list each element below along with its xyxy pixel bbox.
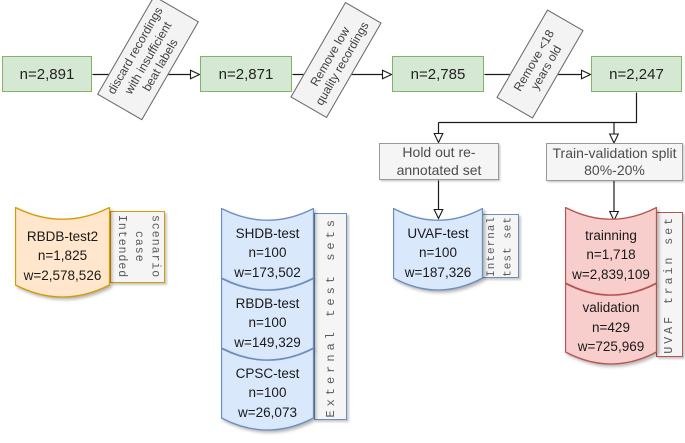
vertical-label-internal-test-set: Internal test set <box>482 214 519 278</box>
tape-shape <box>15 207 110 298</box>
branch-label-line: annotated set <box>396 161 482 178</box>
stage-box-4: n=2,247 <box>591 56 682 92</box>
dataset-w: w=725,969 <box>577 339 645 355</box>
dataset-name: RBDB-test <box>235 295 300 311</box>
arrowhead-right-3 <box>580 69 592 80</box>
dataset-w: w=2,839,109 <box>572 266 650 282</box>
stage-box-1: n=2,891 <box>2 56 92 92</box>
branch-box-train-validation-split: Train-validation split 80%-20% <box>546 143 683 181</box>
vertical-label-intended-case-scenario: Intended case scenario <box>110 211 165 283</box>
dataset-w: w=2,578,526 <box>23 267 102 283</box>
vertical-label-text: External test sets <box>324 216 338 418</box>
dataset-name: CPSC-test <box>235 365 300 381</box>
dataset-name: UVAF-test <box>407 225 469 241</box>
dataset-name: validation <box>582 300 640 316</box>
branch-label-line: 80%-20% <box>584 162 645 178</box>
branch-box-holdout-reannotated: Hold out re- annotated set <box>379 143 499 180</box>
dataset-w: w=149,329 <box>234 334 301 350</box>
vertical-label-line: Internal <box>486 215 498 277</box>
vertical-label-uvaf-train-set: UVAF train set <box>656 212 683 357</box>
dataset-rbdb-test: RBDB-test n=100 w=149,329 <box>221 278 314 361</box>
tape-shape <box>221 348 314 431</box>
dataset-w: w=173,502 <box>234 264 301 280</box>
arrowhead-down-trainval <box>608 133 620 145</box>
vertical-label-line: scenario <box>148 215 162 279</box>
vertical-label-line: case <box>131 231 145 263</box>
vertical-label-text: Internal test set <box>484 216 517 277</box>
dataset-name: SHDB-test <box>235 225 300 241</box>
arrowhead-right-1 <box>189 69 201 80</box>
arrowhead-right-2 <box>381 69 393 80</box>
vertical-label-text: Intended case scenario <box>112 215 162 278</box>
dataset-n: n=1,825 <box>37 248 88 264</box>
tape-shape <box>565 283 657 365</box>
dataset-w: w=187,326 <box>404 264 472 280</box>
vertical-label-line: UVAF train set <box>663 215 676 354</box>
dataset-n: n=429 <box>592 319 630 335</box>
filter-box-discard-insufficient-beat-labels: discard recordings with insufficient bea… <box>96 0 200 121</box>
vertical-label-external-test-sets: External test sets <box>314 213 347 420</box>
vertical-label-line: Intended <box>115 215 129 279</box>
stage-box-3: n=2,785 <box>392 56 484 92</box>
dataset-cpsc-test: CPSC-test n=100 w=26,073 <box>221 348 314 431</box>
dataset-n: n=100 <box>248 315 287 331</box>
dataset-n: n=1,718 <box>586 247 636 263</box>
tape-shape <box>393 208 483 291</box>
vertical-label-line: External test sets <box>323 215 338 418</box>
dataset-n: n=100 <box>248 245 287 261</box>
vertical-label-text: UVAF train set <box>663 215 676 354</box>
dataset-shdb-test: SHDB-test n=100 w=173,502 <box>221 208 314 291</box>
filter-box-remove-under-18: Remove <18 years old <box>496 9 584 119</box>
dataset-uvaf-test: UVAF-test n=100 w=187,326 <box>393 208 483 291</box>
dataset-n: n=100 <box>248 385 287 401</box>
dataset-name: trainning <box>585 227 637 243</box>
filter-box-remove-low-quality: Remove low quality recordings <box>290 1 382 119</box>
stage-box-2: n=2,871 <box>200 56 292 92</box>
dataset-w: w=26,073 <box>238 404 297 420</box>
vertical-label-line: test set <box>502 215 515 277</box>
dataset-rbdb-test2: RBDB-test2 n=1,825 w=2,578,526 <box>15 207 110 298</box>
dataset-name: RBDB-test2 <box>26 228 99 244</box>
dataset-validation: validation n=429 w=725,969 <box>565 283 657 365</box>
branch-label-line: Hold out re- <box>402 144 476 160</box>
dataset-n: n=100 <box>419 245 457 261</box>
branch-label-line: Train-validation split <box>552 144 677 161</box>
arrowhead-down-holdout <box>433 132 444 144</box>
